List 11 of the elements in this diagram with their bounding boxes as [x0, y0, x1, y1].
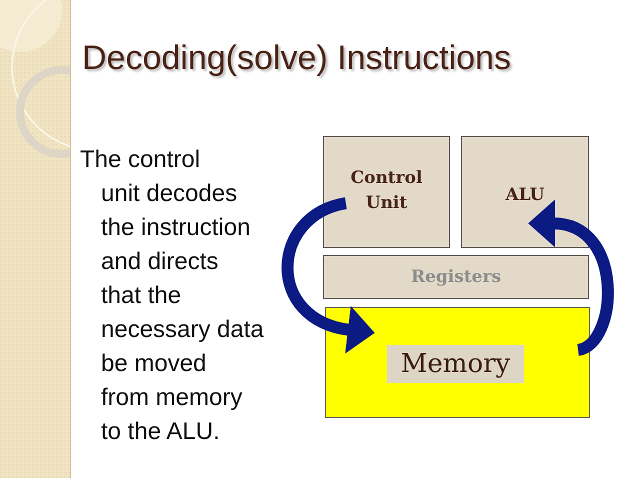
component-label: Registers [410, 266, 502, 289]
label-patch [387, 345, 524, 383]
component-box [323, 255, 589, 299]
slide-title: Decoding(solve) Instructions [82, 38, 511, 79]
memory-box [325, 307, 590, 418]
body-text: The control unit decodes the instruction and directs that the necessary data be moved from memory to the ALU. [80, 145, 265, 447]
memory-label: Memory [400, 348, 510, 381]
component-box [461, 136, 589, 248]
component-label: Control Unit [350, 167, 424, 215]
component-label: ALU [505, 184, 545, 206]
component-box [323, 136, 450, 248]
